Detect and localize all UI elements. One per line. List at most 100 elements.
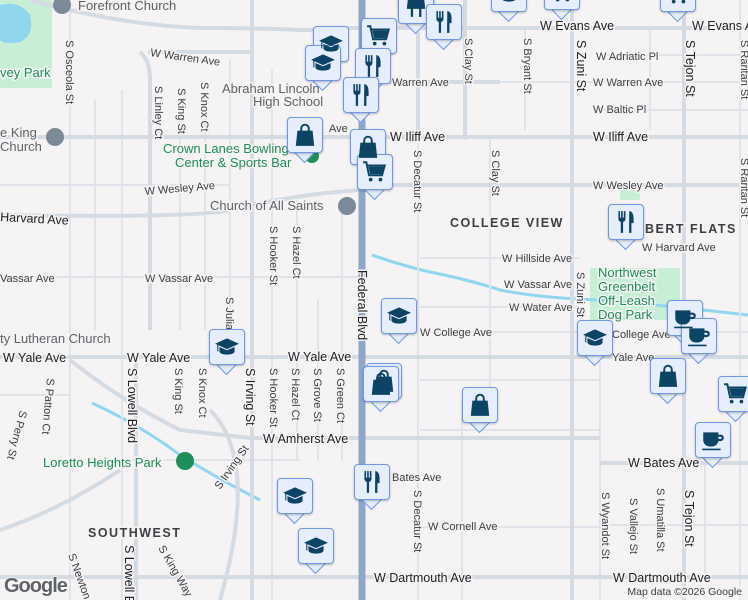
marker-badge [381,298,417,334]
marker-badge [287,117,323,153]
street-label: W Yale Ave [127,351,190,365]
school-icon [310,50,336,76]
school-marker[interactable] [277,478,313,525]
school-icon [282,483,308,509]
restaurant-marker[interactable] [426,4,462,51]
marker-badge [426,4,462,40]
coffee-icon [700,427,726,453]
place-label: Church [0,139,42,154]
place-label: Forefront Church [78,0,176,13]
street-label: W Water Ave [509,302,573,314]
school-marker[interactable] [305,45,341,92]
street-label: W Dartmouth Ave [374,571,472,585]
street-label: W Warren Ave [593,77,663,89]
place-label: Church of All Saints [210,198,324,213]
street-label: S Vallejo St [627,498,639,554]
street-label: S King Way [155,544,194,600]
shopping-bag-marker[interactable] [363,366,399,413]
street-label: W Yale Ave [288,350,351,364]
shopping-bag-marker[interactable] [650,358,686,405]
street-label: W Vassar Ave [504,279,572,291]
restaurant-icon [348,82,374,108]
school-marker[interactable] [577,320,613,367]
neighborhood-southwest: SOUTHWEST [88,526,181,540]
coffee-marker[interactable] [681,318,717,365]
coffee-icon [686,323,712,349]
restaurant-icon [403,0,429,19]
shopping-cart-marker[interactable] [718,376,748,423]
street-label: Federal Blvd [355,270,369,340]
map-attribution[interactable]: Map data ©2026 Google [625,586,744,598]
church-pin-icon [46,128,64,146]
street-label: S Knox Ct [196,368,208,418]
place-label: e King [0,125,37,140]
marker-badge [462,387,498,423]
school-icon [582,325,608,351]
street-label: S Irving St [243,368,257,426]
street-label: W Amherst Ave [263,432,348,446]
street-label: S Tejon St [682,490,696,547]
wesley-park-area [620,190,640,200]
shopping-cart-icon [723,381,748,407]
school-marker[interactable] [491,0,527,23]
school-marker[interactable] [209,329,245,376]
street-label: S Zuni St [574,272,586,317]
street-label: W Iliff Ave [593,130,648,144]
school-icon [318,31,344,57]
park-tree-icon [176,452,194,470]
street-label: W Cornell Ave [428,521,498,533]
shopping-cart-marker[interactable] [660,0,696,23]
neighborhood-college-view: COLLEGE VIEW [450,216,564,230]
street-label: W Evans Ave [540,19,614,33]
street-label: College Ave [612,329,671,341]
restaurant-marker[interactable] [355,48,391,95]
marker-badge [355,48,391,84]
street-label: S Lowell Blvd [125,368,139,443]
place-label: Abraham Lincoln [222,81,320,96]
shopping-bag-marker[interactable] [350,129,386,176]
street-label: S Zuni St [574,40,588,92]
street-label: S Perry St [4,409,29,461]
street-label: Yale Ave [612,352,654,364]
place-label: vey Park [0,65,51,80]
neighborhood-ruby-hill-flats: BERT FLATS [645,222,737,236]
school-marker[interactable] [298,528,334,575]
marker-badge [350,129,386,165]
place-label: Crown Lanes Bowling [163,141,289,156]
restaurant-icon [360,53,386,79]
shopping-bag-icon [467,392,493,418]
marker-badge [354,464,390,500]
shopping-bag-marker[interactable] [287,117,323,164]
restaurant-marker[interactable] [343,77,379,124]
place-label: Northwest [598,265,657,280]
street-label: S Hazel Ct [290,226,302,279]
coffee-marker[interactable] [695,422,731,469]
marker-badge [209,329,245,365]
street-label: W Harvard Ave [642,242,716,254]
shopping-cart-marker[interactable] [357,154,393,201]
shopping-cart-icon [362,159,388,185]
place-label: Dog Park [598,307,653,322]
shopping-cart-marker[interactable] [544,0,580,21]
street-label: W Bates Ave [628,456,699,470]
shopping-bag-marker[interactable] [462,387,498,434]
marker-badge [277,478,313,514]
street-label: W Vassar Ave [145,273,213,285]
restaurant-marker[interactable] [354,464,390,511]
school-marker[interactable] [381,298,417,345]
street-label: S King St [175,88,187,134]
marker-badge [681,318,717,354]
street-label: W Baltic Pl [593,104,646,116]
school-icon [303,533,329,559]
street-label: S Linley Ct [152,86,164,139]
coffee-icon [672,305,698,331]
restaurant-marker[interactable] [608,204,644,251]
restaurant-icon [359,469,385,495]
street-label: Warren Ave [392,77,449,89]
street-label: W Evans Ave [692,19,748,33]
shopping-bag-icon [655,363,681,389]
street-label: S Tejon St [683,40,697,97]
place-label: High School [253,94,323,109]
marker-badge [608,204,644,240]
